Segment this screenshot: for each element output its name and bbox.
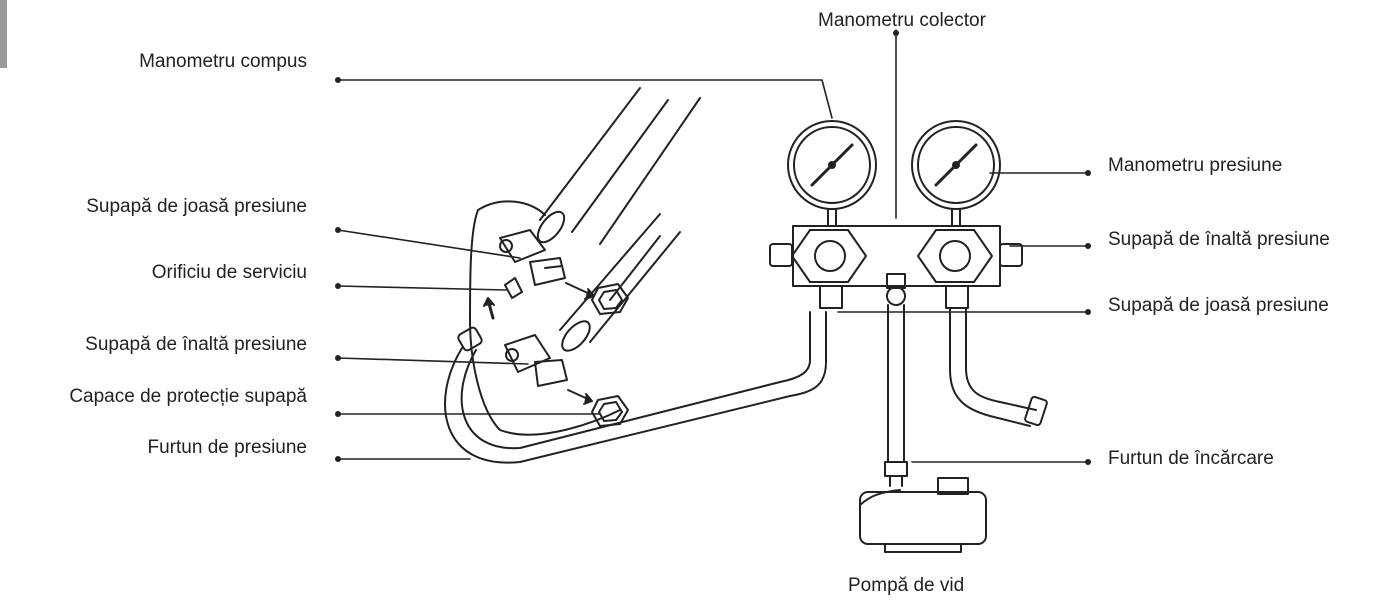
- manifold-block: [769, 225, 1023, 309]
- refrigerant-pipes: [536, 87, 701, 352]
- label-high-valve-left: Supapă de înaltă presiune: [85, 334, 307, 355]
- edge-tab: [0, 0, 7, 68]
- high-pressure-valve-left: [504, 334, 568, 387]
- pressure-gauge: [911, 120, 1001, 227]
- label-high-valve-right: Supapă de înaltă presiune: [1108, 229, 1330, 250]
- compound-gauge: [787, 120, 877, 227]
- label-valve-caps: Capace de protecție supapă: [69, 386, 307, 407]
- label-low-valve-left: Supapă de joasă presiune: [86, 196, 307, 217]
- label-low-valve-right: Supapă de joasă presiune: [1108, 295, 1329, 316]
- label-compound-gauge: Manometru compus: [139, 51, 307, 72]
- pressure-hose: [444, 311, 827, 464]
- leader-lines: [337, 29, 1089, 463]
- valve-caps: [565, 282, 629, 427]
- label-charging-hose: Furtun de încărcare: [1108, 448, 1274, 469]
- low-pressure-valve-left: [499, 229, 566, 299]
- label-vacuum-pump: Pompă de vid: [848, 575, 965, 596]
- label-service-port: Orificiu de serviciu: [151, 262, 307, 283]
- vacuum-pump: [859, 477, 987, 553]
- leader-dots: [335, 30, 1091, 465]
- label-pressure-gauge: Manometru presiune: [1108, 155, 1283, 176]
- label-manifold: Manometru colector: [818, 10, 986, 31]
- right-hose: [949, 307, 1048, 427]
- valve-bracket-outline: [469, 209, 621, 436]
- charging-hose: [884, 273, 908, 487]
- label-pressure-hose: Furtun de presiune: [147, 437, 308, 458]
